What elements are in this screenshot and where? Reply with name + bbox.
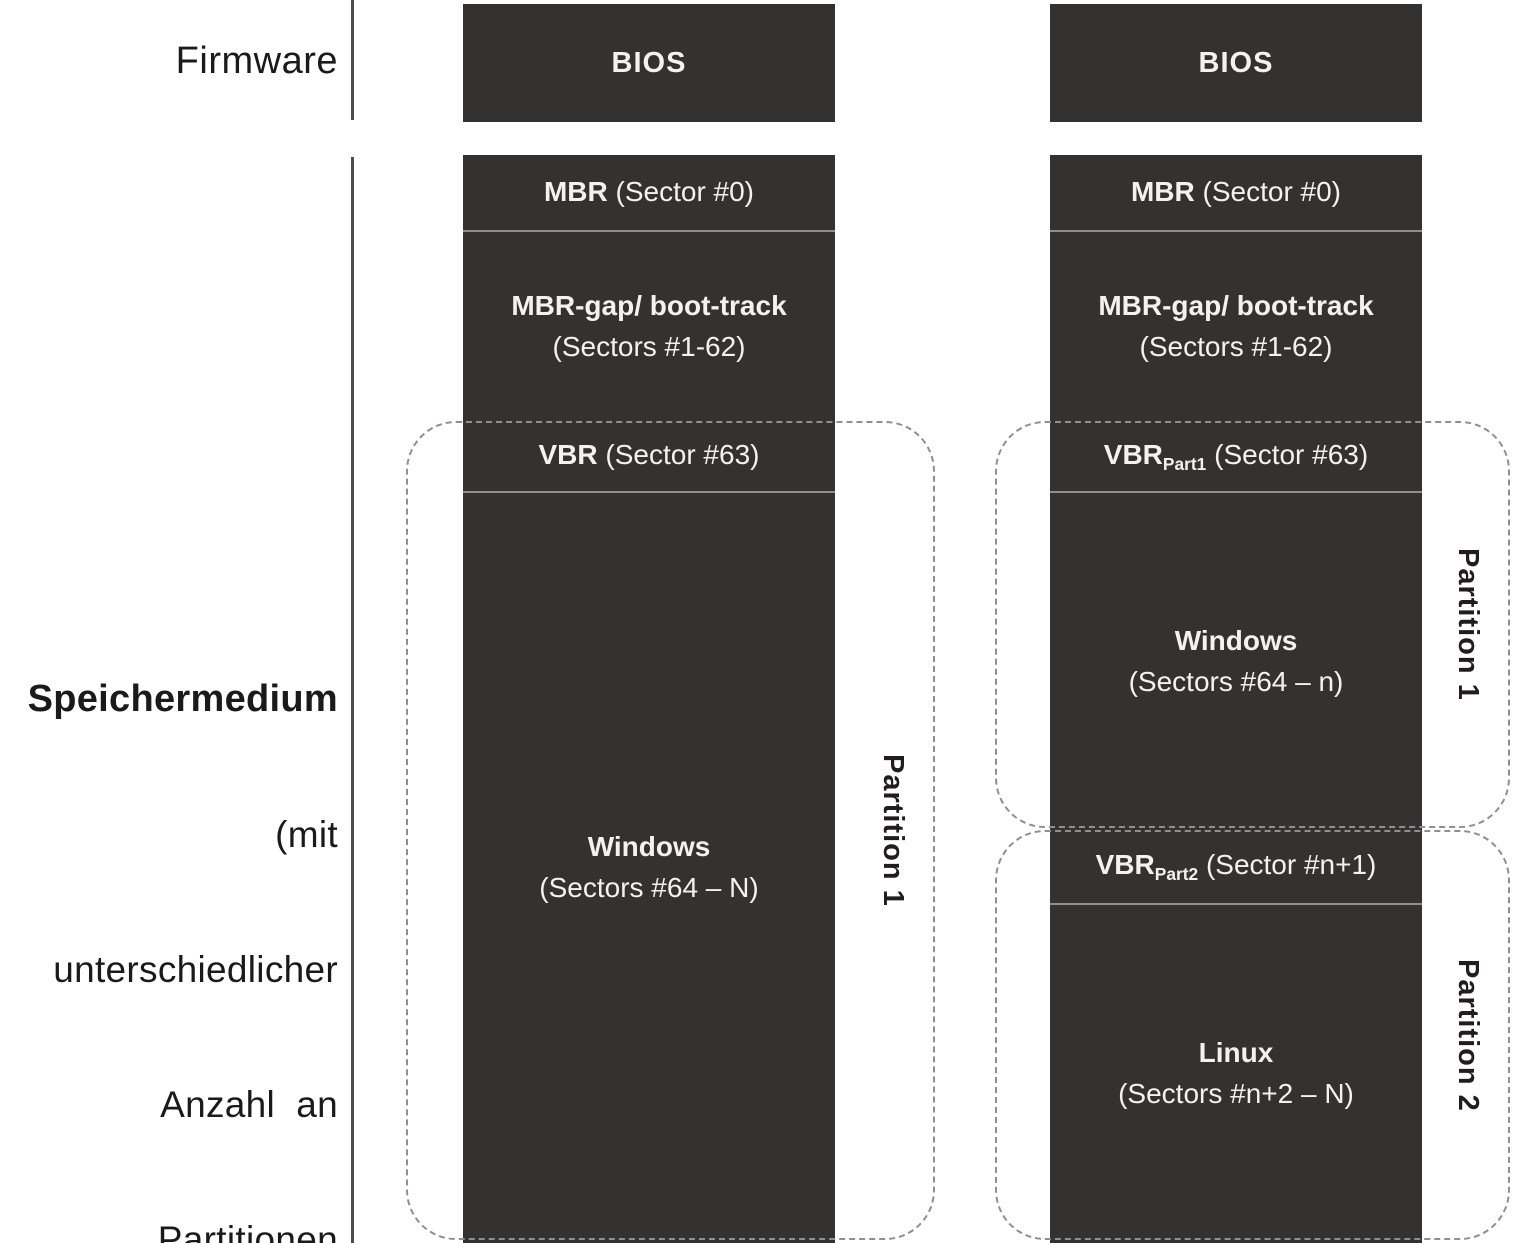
partition-label: Partition 2 bbox=[1452, 958, 1484, 1112]
mbr-row: MBR (Sector #0) bbox=[463, 155, 835, 232]
divider-line-bottom bbox=[351, 157, 354, 1243]
windows-subtitle: (Sectors #64 – n) bbox=[1128, 665, 1344, 697]
mbr-detail: (Sector #0) bbox=[607, 176, 755, 208]
vbr-title: VBR bbox=[1095, 849, 1155, 881]
storage-medium-line: (mit bbox=[275, 814, 338, 855]
bios-box-right: BIOS bbox=[1050, 4, 1422, 122]
storage-medium-label: Speichermedium (mit unterschiedlicher An… bbox=[0, 587, 338, 1243]
mbr-detail: (Sector #0) bbox=[1194, 176, 1342, 208]
disk-stack-left: MBR (Sector #0) MBR-gap/ boot-track (Sec… bbox=[463, 155, 835, 1243]
mbr-row-text: MBR (Sector #0) bbox=[1050, 172, 1422, 213]
vbr-detail: (Sector #63) bbox=[1206, 438, 1369, 470]
mbr-row: MBR (Sector #0) bbox=[1050, 155, 1422, 232]
mbr-title: MBR bbox=[543, 176, 608, 208]
storage-medium-line: Partitionen bbox=[157, 1219, 338, 1243]
vbr-part2-row: VBRPart2 (Sector #n+1) bbox=[1050, 830, 1422, 905]
mbr-gap-text: MBR-gap/ boot-track (Sectors #1-62) bbox=[1050, 286, 1422, 367]
bios-label: BIOS bbox=[1198, 46, 1274, 79]
vbr-row-text: VBR (Sector #63) bbox=[463, 435, 835, 477]
windows-title: Windows bbox=[1174, 624, 1298, 656]
windows-area-text: Windows (Sectors #64 – N) bbox=[463, 827, 835, 908]
windows-title: Windows bbox=[587, 831, 711, 863]
mbr-gap-subtitle: (Sectors #1-62) bbox=[1139, 330, 1333, 362]
mbr-gap-title: MBR-gap/ boot-track bbox=[511, 289, 787, 321]
mbr-row-text: MBR (Sector #0) bbox=[463, 172, 835, 213]
vbr-row: VBR (Sector #63) bbox=[463, 421, 835, 493]
linux-title: Linux bbox=[1198, 1037, 1274, 1069]
partition-label: Partition 1 bbox=[877, 754, 909, 907]
vbr-subscript: Part1 bbox=[1162, 453, 1207, 474]
bios-label: BIOS bbox=[611, 46, 687, 79]
bios-box-left: BIOS bbox=[463, 4, 835, 122]
mbr-gap-row: MBR-gap/ boot-track (Sectors #1-62) bbox=[1050, 232, 1422, 421]
linux-area: Linux (Sectors #n+2 – N) bbox=[1050, 905, 1422, 1243]
windows-area: Windows (Sectors #64 – N) bbox=[463, 493, 835, 1243]
storage-medium-line: Anzahl an bbox=[160, 1084, 338, 1125]
vbr-part1-text: VBRPart1 (Sector #63) bbox=[1050, 435, 1422, 477]
mbr-gap-text: MBR-gap/ boot-track (Sectors #1-62) bbox=[463, 286, 835, 367]
vbr-title: VBR bbox=[538, 438, 598, 470]
divider-line-top bbox=[351, 0, 354, 120]
vbr-subscript: Part2 bbox=[1154, 864, 1199, 885]
windows-area-text: Windows (Sectors #64 – n) bbox=[1050, 621, 1422, 702]
vbr-part1-row: VBRPart1 (Sector #63) bbox=[1050, 421, 1422, 493]
storage-medium-title: Speichermedium bbox=[27, 678, 338, 720]
vbr-part2-text: VBRPart2 (Sector #n+1) bbox=[1050, 845, 1422, 887]
mbr-gap-subtitle: (Sectors #1-62) bbox=[552, 330, 746, 362]
partition-label: Partition 1 bbox=[1452, 548, 1484, 701]
windows-subtitle: (Sectors #64 – N) bbox=[539, 872, 759, 903]
mbr-gap-title: MBR-gap/ boot-track bbox=[1098, 289, 1374, 321]
mbr-gap-row: MBR-gap/ boot-track (Sectors #1-62) bbox=[463, 232, 835, 421]
disk-stack-right: MBR (Sector #0) MBR-gap/ boot-track (Sec… bbox=[1050, 155, 1422, 1243]
windows-area: Windows (Sectors #64 – n) bbox=[1050, 493, 1422, 830]
vbr-detail: (Sector #n+1) bbox=[1198, 849, 1377, 881]
vbr-detail: (Sector #63) bbox=[597, 438, 760, 470]
storage-medium-line: unterschiedlicher bbox=[53, 949, 338, 990]
vbr-title: VBR bbox=[1103, 438, 1163, 470]
mbr-title: MBR bbox=[1130, 176, 1195, 208]
linux-area-text: Linux (Sectors #n+2 – N) bbox=[1050, 1033, 1422, 1114]
firmware-label: Firmware bbox=[175, 39, 338, 82]
linux-subtitle: (Sectors #n+2 – N) bbox=[1118, 1078, 1354, 1109]
